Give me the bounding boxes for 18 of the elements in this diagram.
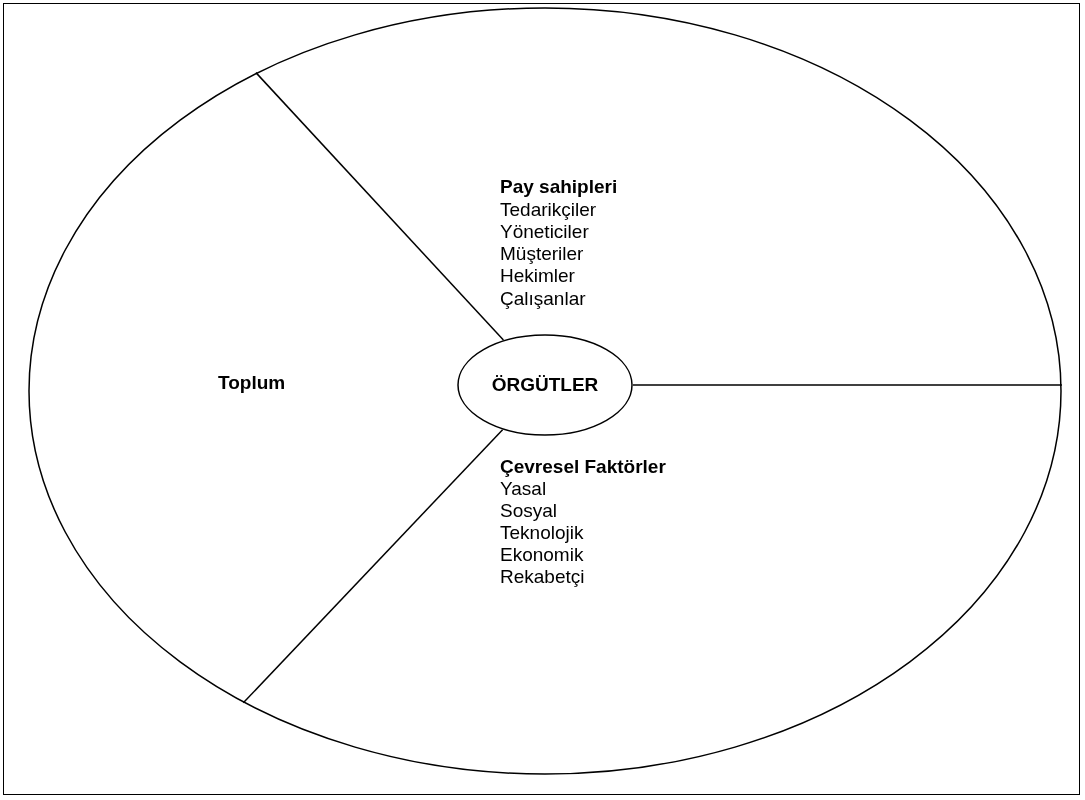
- list-item: Hekimler: [500, 265, 575, 287]
- list-item: Yasal: [500, 478, 547, 500]
- node-title: ÖRGÜTLER: [491, 374, 599, 396]
- group-heading: Çevresel Faktörler: [500, 456, 666, 478]
- list-item: Çalışanlar: [500, 288, 586, 310]
- list-item: Ekonomik: [500, 544, 584, 566]
- divider-line: [632, 384, 1063, 386]
- list-item: Sosyal: [500, 500, 558, 522]
- divider-line: [242, 428, 504, 704]
- center-ellipse: [457, 334, 633, 436]
- list-item: Tedarikçiler: [500, 199, 597, 221]
- list-item: Teknolojik: [500, 522, 584, 544]
- list-item: Müşteriler: [500, 243, 584, 265]
- list-item: Rekabetçi: [500, 566, 585, 588]
- group-heading: Pay sahipleri: [500, 176, 618, 198]
- group-heading: Toplum: [218, 372, 286, 394]
- divider-line: [255, 71, 505, 341]
- list-item: Yöneticiler: [500, 221, 589, 243]
